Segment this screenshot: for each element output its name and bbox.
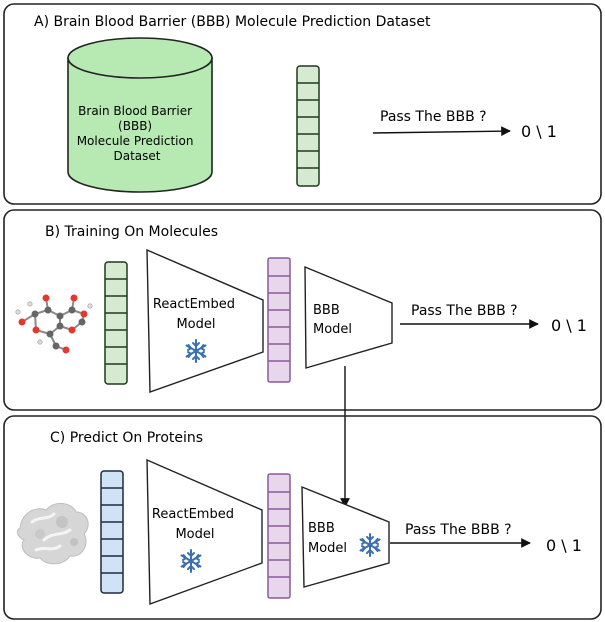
cylinder-label-line-2: (BBB) (118, 119, 152, 133)
protein-icon (16, 503, 89, 565)
reactembed-model-b (146, 248, 264, 393)
panel-b-frame (3, 209, 602, 411)
cylinder-label: Brain Blood Barrier (BBB) Molecule Predi… (77, 104, 198, 163)
panel-b-question: Pass The BBB ? (411, 303, 518, 319)
cylinder-label-line-4: Dataset (114, 149, 161, 163)
bbb-model-c (301, 485, 390, 588)
embedding-vector-b (104, 261, 128, 385)
reactembed-model-c (146, 458, 263, 605)
bbb-model-label-c-line-1: BBB (308, 521, 335, 536)
panel-a-title: A) Brain Blood Barrier (BBB) Molecule Pr… (34, 14, 431, 30)
dataset-cylinder (67, 37, 213, 193)
panel-c-output: 0 \ 1 (546, 536, 582, 555)
panel-a-output-arrow (372, 126, 511, 137)
reactembed-label-c-line-1: ReactEmbed (152, 507, 234, 522)
reactembed-label-b-line-1: ReactEmbed (153, 297, 235, 312)
reactembed-label-c-line-2: Model (175, 527, 214, 542)
cylinder-label-line-1: Brain Blood Barrier (78, 104, 192, 118)
embedding-vector-a (296, 65, 320, 187)
panel-b-title: B) Training On Molecules (45, 224, 218, 240)
reactembed-label-c: ReactEmbed Model (152, 507, 238, 542)
reactembed-embedding-b (267, 257, 291, 383)
reactembed-label-b-line-2: Model (176, 317, 215, 332)
cylinder-label-line-3: Molecule Prediction (77, 134, 194, 148)
panel-a-frame (3, 3, 602, 205)
panel-c-question: Pass The BBB ? (405, 522, 512, 538)
reactembed-label-b: ReactEmbed Model (153, 297, 239, 332)
reactembed-embedding-c (267, 473, 291, 599)
bbb-model-label-b: BBB Model (313, 303, 352, 337)
bbb-model-label-b-line-1: BBB (313, 303, 340, 318)
embedding-vector-c (100, 470, 124, 594)
panel-a-question: Pass The BBB ? (380, 109, 487, 125)
panel-b-output: 0 \ 1 (551, 316, 587, 335)
bbb-model-label-c: BBB Model (308, 521, 347, 556)
panel-c-frame (3, 415, 602, 620)
bbb-model-b (304, 265, 393, 369)
molecule-icon (15, 294, 93, 354)
bbb-model-label-b-line-2: Model (313, 322, 352, 337)
panel-c-title: C) Predict On Proteins (50, 430, 203, 446)
bbb-model-label-c-line-2: Model (308, 541, 347, 556)
panel-a-output: 0 \ 1 (521, 122, 557, 141)
